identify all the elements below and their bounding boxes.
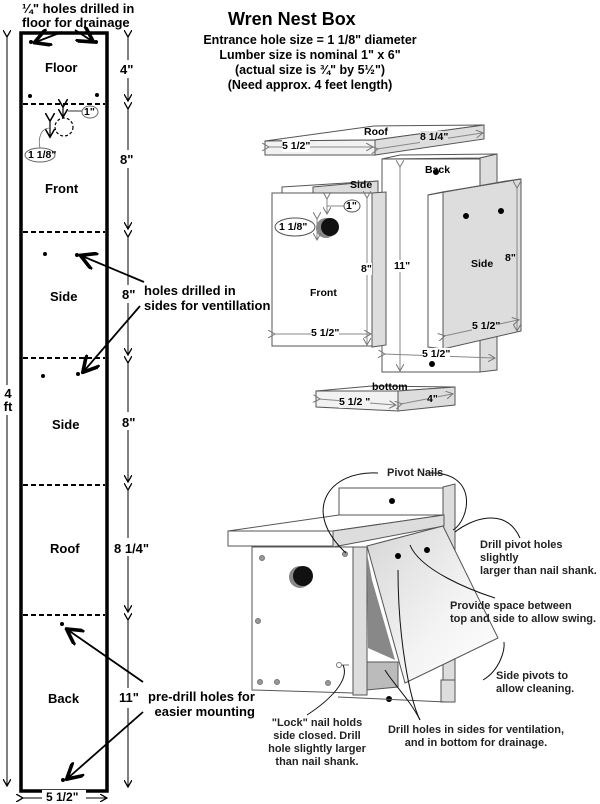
- front-hole-offset-label: 1": [84, 106, 95, 118]
- section-label-back: Back: [48, 691, 80, 706]
- spec-length-needed: (Need approx. 4 feet length): [227, 78, 393, 92]
- dimension-front: 8": [120, 152, 134, 167]
- front-hole-diameter-dim: 1 1/8": [279, 221, 308, 233]
- mounting-note: pre-drill holes for easier mounting: [148, 689, 255, 719]
- spec-actual-size: (actual size is ¾" by 5½"): [234, 63, 386, 77]
- total-length-label: 4 ft: [3, 386, 13, 414]
- drill-holes-note: Drill holes in sides for ventilation, an…: [387, 724, 565, 749]
- front-hole-offset-dim: 1": [346, 200, 357, 212]
- front-label: Front: [310, 287, 337, 299]
- section-label-front: Front: [45, 181, 79, 196]
- bottom-width-dim: 5 1/2 ": [339, 396, 371, 408]
- exploded-view: [265, 124, 522, 412]
- section-label-floor: Floor: [45, 60, 78, 75]
- drainage-note: ¼" holes drilled in floor for drainage: [22, 1, 135, 30]
- assembled-view: [227, 483, 499, 703]
- side-top-label: Side: [350, 179, 373, 191]
- section-label-side: Side: [50, 289, 78, 304]
- board-width-label: 5 1/2": [46, 790, 79, 804]
- drain-hole: [29, 40, 33, 44]
- pivot-nails-note: Pivot Nails: [387, 467, 444, 479]
- side-pivots-note: Side pivots to allow cleaning.: [496, 670, 575, 695]
- front-hole-diameter-label: 1 1/8": [28, 149, 57, 161]
- dimension-side: 8": [122, 287, 136, 302]
- ventilation-note: holes drilled in sides for ventillation: [144, 283, 271, 313]
- spec-lines: Entrance hole size = 1 1/8" diameter Lum…: [185, 33, 435, 93]
- section-label-roof: Roof: [50, 541, 80, 556]
- drain-hole: [94, 40, 98, 44]
- spec-lumber-size: Lumber size is nominal 1" x 6": [219, 48, 401, 62]
- provide-space-note: Provide space between top and side to al…: [450, 600, 597, 625]
- front-width-dim: 5 1/2": [311, 327, 340, 339]
- dimension-back: 11": [119, 690, 139, 705]
- drain-hole: [28, 94, 32, 98]
- back-height-dim: 11": [394, 260, 411, 272]
- cut-layout-board: [19, 31, 109, 793]
- front-height-dim: 8": [361, 263, 372, 275]
- section-label-side: Side: [52, 417, 80, 432]
- roof-length-label: 8 1/4": [420, 131, 449, 143]
- side-width-dim: 5 1/2": [472, 320, 501, 332]
- drain-hole: [95, 93, 99, 97]
- roof-width-label: 5 1/2": [282, 140, 311, 152]
- spec-entrance-hole: Entrance hole size = 1 1/8" diameter: [203, 33, 417, 47]
- back-width-dim: 5 1/2": [422, 348, 451, 360]
- side-height-dim: 8": [505, 252, 516, 264]
- bottom-label: bottom: [372, 381, 408, 393]
- back-label: Back: [425, 164, 451, 176]
- lock-nail-note: "Lock" nail holds side closed. Drill hol…: [268, 717, 366, 768]
- roof-label: Roof: [364, 126, 388, 138]
- side-label: Side: [471, 258, 494, 270]
- dimension-side: 8": [122, 415, 136, 430]
- diagram-title: Wren Nest Box: [228, 9, 356, 29]
- drill-pivot-note: Drill pivot holes slightly larger than n…: [480, 539, 597, 577]
- dimension-floor: 4": [120, 62, 134, 77]
- dimension-roof: 8 1/4": [114, 541, 150, 556]
- bottom-depth-dim: 4": [427, 393, 438, 405]
